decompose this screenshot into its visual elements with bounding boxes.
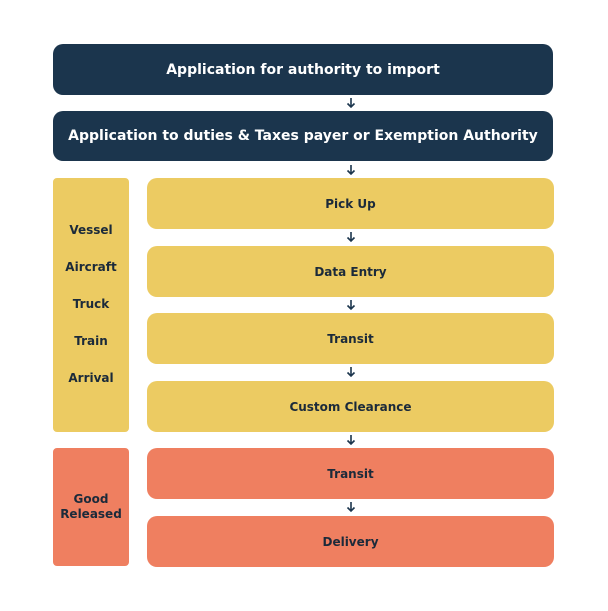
arrow-down-icon — [346, 98, 356, 109]
step-duties-taxes-label: Application to duties & Taxes payer or E… — [68, 128, 538, 144]
side-label-good: Good — [73, 492, 109, 506]
arrow-down-icon — [346, 502, 356, 513]
step-custom-clearance: Custom Clearance — [147, 381, 554, 432]
side-label-arrival: Arrival — [68, 371, 114, 385]
transport-side-panel — [53, 178, 129, 432]
side-label-aircraft: Aircraft — [65, 260, 117, 274]
step-pick-up-label: Pick Up — [325, 196, 376, 211]
arrow-down-icon — [346, 367, 356, 378]
step-data-entry: Data Entry — [147, 246, 554, 297]
side-label-released: Released — [60, 507, 122, 521]
step-custom-clearance-label: Custom Clearance — [289, 399, 412, 414]
arrow-down-icon — [346, 165, 356, 176]
step-delivery-label: Delivery — [322, 534, 379, 549]
arrow-down-icon — [346, 300, 356, 311]
step-transit-2: Transit — [147, 448, 554, 499]
side-label-train: Train — [74, 334, 108, 348]
step-delivery: Delivery — [147, 516, 554, 567]
arrow-down-icon — [346, 232, 356, 243]
arrow-down-icon — [346, 435, 356, 446]
side-label-vessel: Vessel — [69, 223, 113, 237]
step-duties-taxes: Application to duties & Taxes payer or E… — [53, 111, 553, 161]
step-transit-1-label: Transit — [327, 331, 374, 346]
step-transit-2-label: Transit — [327, 466, 374, 481]
step-data-entry-label: Data Entry — [314, 264, 387, 279]
released-side-panel — [53, 448, 129, 566]
step-import-authority-label: Application for authority to import — [166, 61, 440, 78]
step-transit-1: Transit — [147, 313, 554, 364]
side-label-truck: Truck — [72, 297, 110, 311]
step-import-authority: Application for authority to import — [53, 44, 553, 95]
step-pick-up: Pick Up — [147, 178, 554, 229]
